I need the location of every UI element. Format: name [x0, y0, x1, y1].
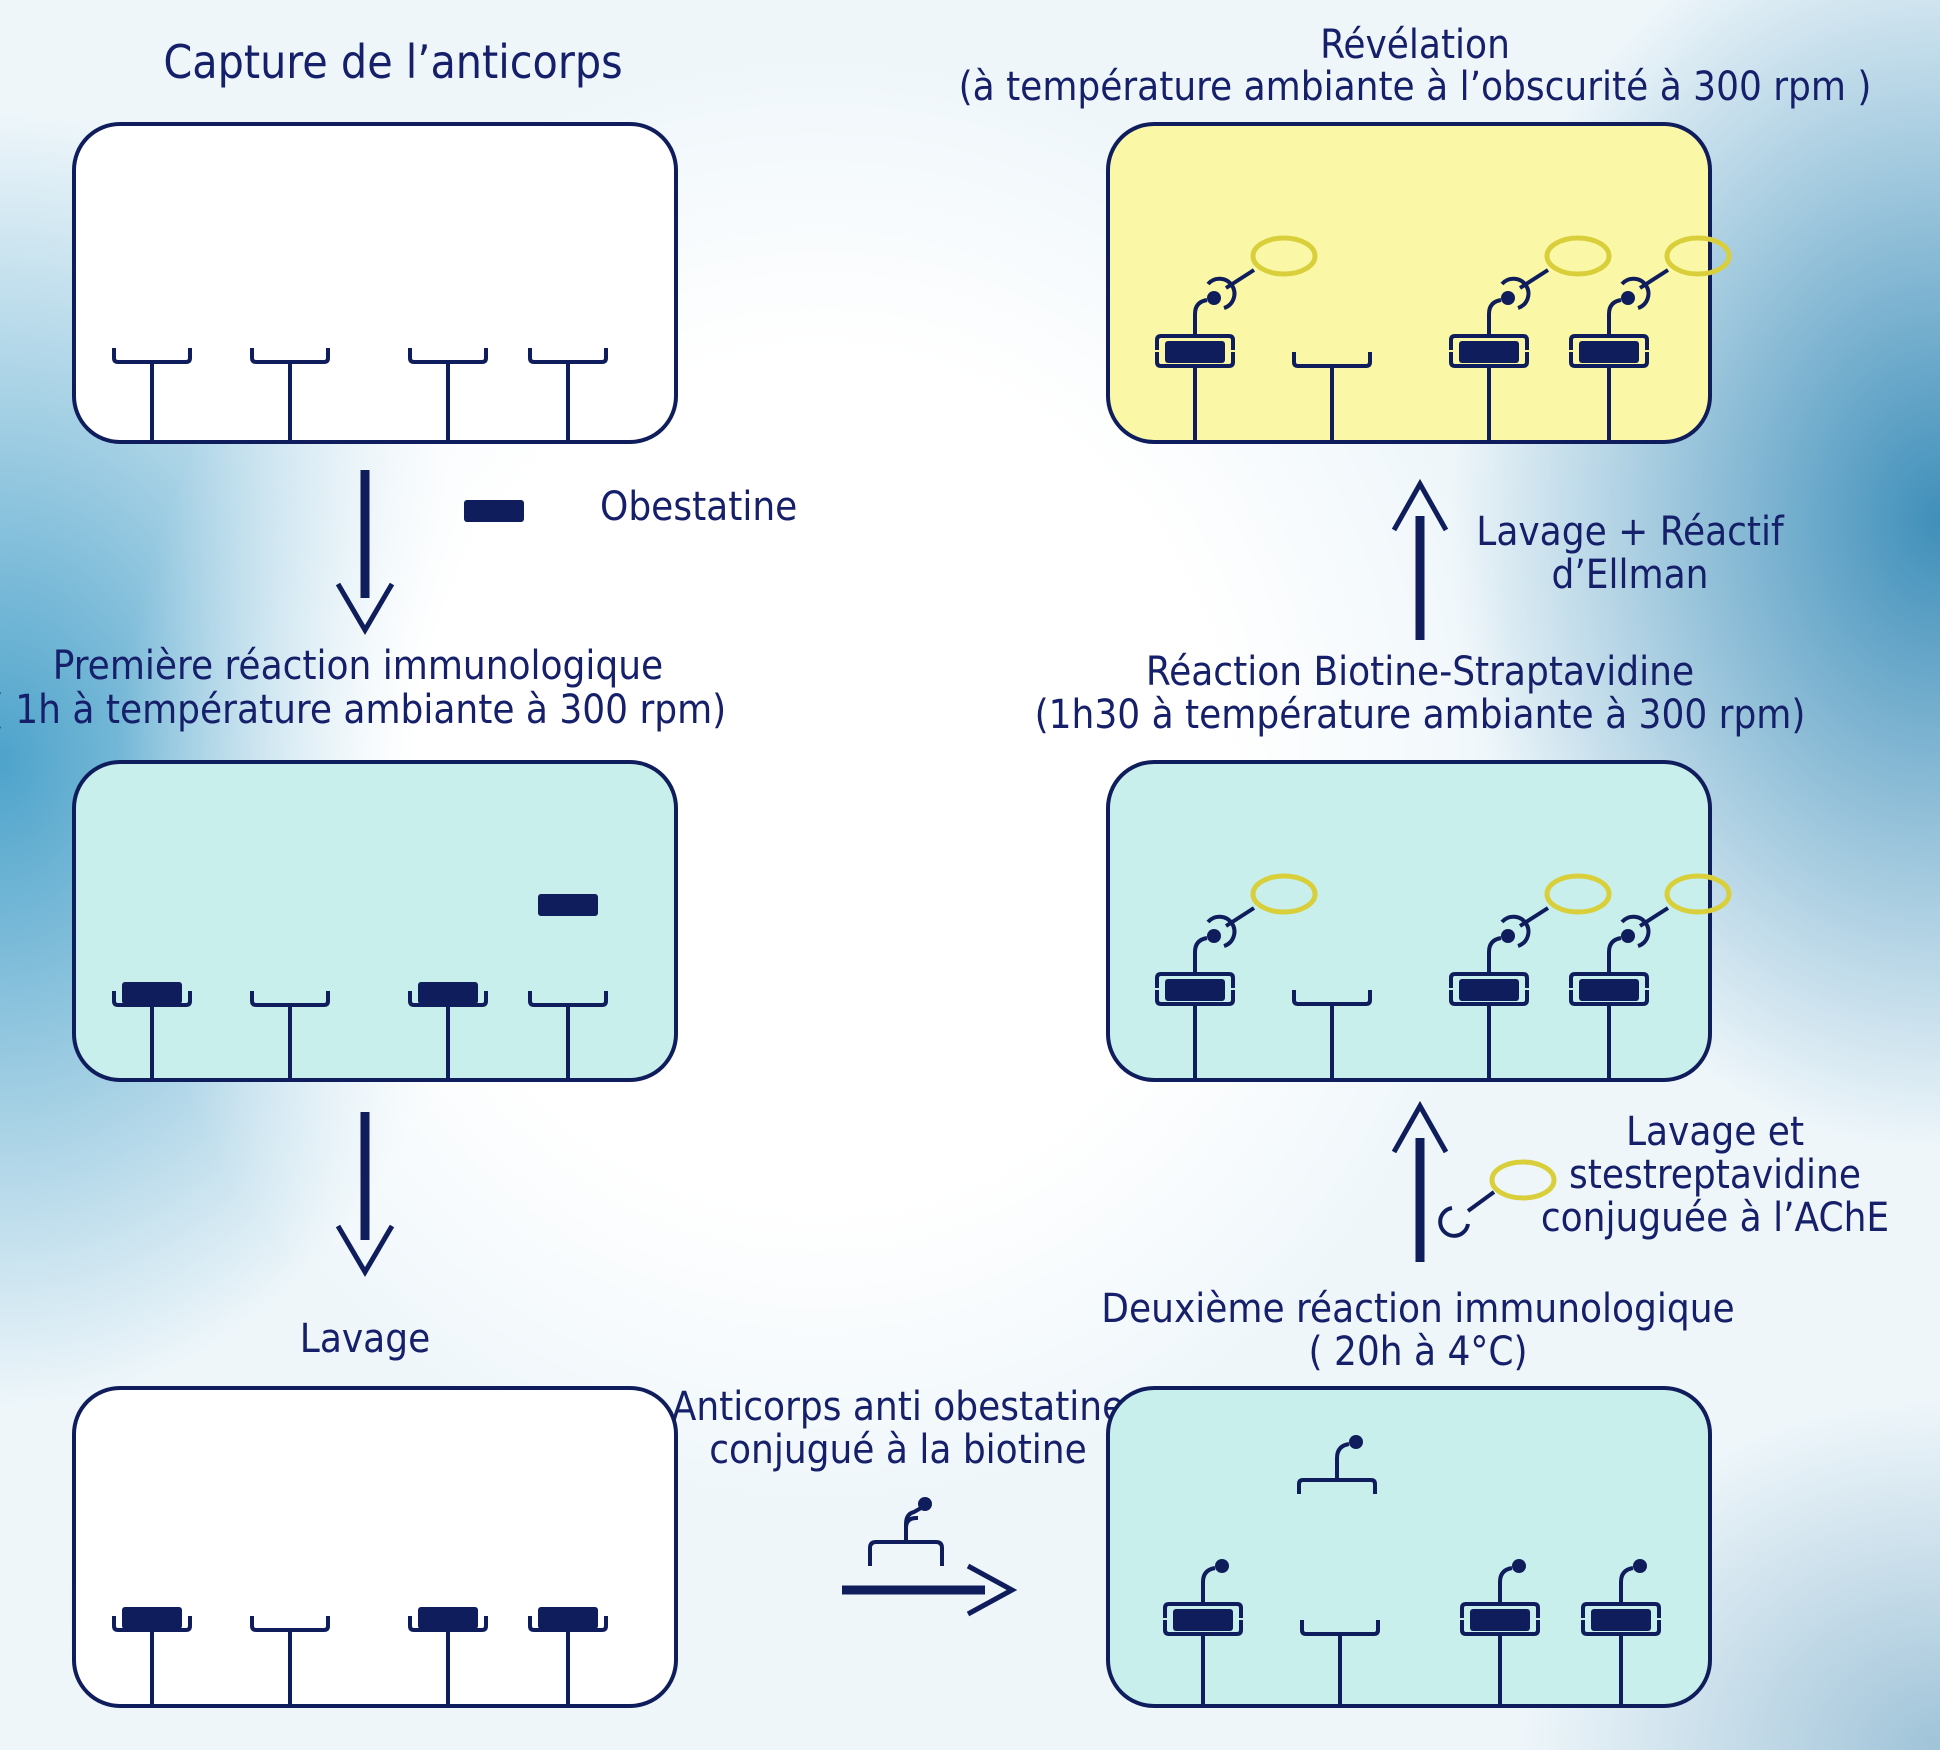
obestatine-antigen: [122, 1607, 182, 1629]
arrow-right: [842, 1563, 1018, 1617]
arrow-down-2: [335, 1112, 395, 1277]
detection-antibody-stem: [1193, 936, 1208, 974]
revelation-title: Révélation: [1320, 22, 1510, 68]
detection-antibody-stem: [1335, 1442, 1350, 1480]
panel-capture: [72, 122, 678, 444]
panel-lavage: [72, 1386, 678, 1708]
obestatine-antigen: [418, 982, 478, 1004]
biotin-dot: [1621, 291, 1635, 305]
obestatine-antigen: [1591, 1609, 1651, 1631]
obestatine-legend-icon: [464, 500, 524, 522]
detection-antibody-stem: [1619, 1566, 1634, 1604]
detection-antibody-stem: [1201, 1566, 1216, 1604]
arrow-down-1: [335, 470, 395, 635]
capture-title: Capture de l’anticorps: [163, 35, 622, 89]
panel-first-reaction: [72, 760, 678, 1082]
well-panels: [72, 122, 1712, 1708]
legend-obestatine-label: Obestatine: [600, 484, 797, 530]
biotin-dot: [1621, 929, 1635, 943]
biotin-dot: [1207, 929, 1221, 943]
streptavidin-linker: [1224, 268, 1256, 290]
ache-enzyme-ring: [1664, 873, 1732, 915]
streptavidin-linker: [1638, 906, 1670, 928]
panel-biotin-reaction: [1106, 760, 1712, 1082]
detection-antibody-stem: [1487, 298, 1502, 336]
biotin-reaction-title: Réaction Biotine-Straptavidine: [1146, 649, 1694, 695]
panel-revelation: [1106, 122, 1712, 444]
streptavidin-linker: [1518, 906, 1550, 928]
ache-enzyme-ring: [1250, 873, 1318, 915]
obestatine-antigen: [1165, 341, 1225, 363]
streptavidin-ache-icon: [1438, 1159, 1557, 1238]
obestatine-antigen: [1470, 1609, 1530, 1631]
detection-antibody-stem: [1487, 936, 1502, 974]
revelation-conditions: (à température ambiante à l’obscurité à …: [959, 64, 1872, 110]
biotin-dot: [1501, 291, 1515, 305]
streptavidin-label-line2: stestreptavidine: [1569, 1152, 1861, 1198]
detection-antibody-stem: [1498, 1566, 1513, 1604]
ellman-label-line1: Lavage + Réactif: [1476, 509, 1785, 555]
obestatine-antigen: [1579, 341, 1639, 363]
obestatine-antigen: [1165, 979, 1225, 1001]
streptavidin-linker: [1224, 906, 1256, 928]
antibody-biotin-label-line1: Anticorps anti obestatine: [672, 1384, 1125, 1430]
detection-antibody-stem: [1607, 298, 1622, 336]
biotin-dot: [1633, 1559, 1647, 1573]
biotin-dot: [1207, 291, 1221, 305]
panel-second-reaction: [1106, 1386, 1712, 1708]
obestatine-antigen: [1579, 979, 1639, 1001]
obestatine-antigen: [122, 982, 182, 1004]
ache-enzyme-ring: [1544, 235, 1612, 277]
detection-antibody-stem: [1193, 298, 1208, 336]
first-reaction-conditions: ( 1h à température ambiante à 300 rpm): [0, 687, 726, 733]
biotin-antibody-icon: [868, 1497, 944, 1566]
ache-enzyme-ring: [1250, 235, 1318, 277]
first-reaction-title: Première réaction immunologique: [53, 643, 663, 689]
second-reaction-title: Deuxième réaction immunologique: [1101, 1286, 1734, 1332]
obestatine-antigen: [418, 1607, 478, 1629]
antibody-biotin-label-line2: conjugué à la biotine: [709, 1427, 1087, 1473]
biotin-dot: [1349, 1435, 1363, 1449]
lavage-title: Lavage: [300, 1316, 430, 1362]
streptavidin-label-line3: conjuguée à l’AChE: [1541, 1195, 1889, 1241]
second-reaction-conditions: ( 20h à 4°C): [1308, 1329, 1527, 1375]
streptavidin-linker: [1518, 268, 1550, 290]
biotin-reaction-conditions: (1h30 à température ambiante à 300 rpm): [1035, 692, 1806, 738]
streptavidin-label-line1: Lavage et: [1626, 1109, 1804, 1155]
arrow-up-1: [1391, 1100, 1449, 1262]
arrow-up-2: [1391, 478, 1449, 640]
obestatine-antigen: [1173, 1609, 1233, 1631]
streptavidin-linker: [1638, 268, 1670, 290]
ache-enzyme-ring: [1544, 873, 1612, 915]
obestatine-antigen: [538, 894, 598, 916]
well-contents: [112, 235, 1732, 1704]
obestatine-antigen: [538, 1607, 598, 1629]
detection-antibody-stem: [1607, 936, 1622, 974]
ache-enzyme-ring: [1664, 235, 1732, 277]
obestatine-antigen: [1459, 341, 1519, 363]
biotin-dot: [1512, 1559, 1526, 1573]
obestatine-antigen: [1459, 979, 1519, 1001]
biotin-dot: [1501, 929, 1515, 943]
ellman-label-line2: d’Ellman: [1552, 552, 1709, 598]
biotin-dot: [1215, 1559, 1229, 1573]
